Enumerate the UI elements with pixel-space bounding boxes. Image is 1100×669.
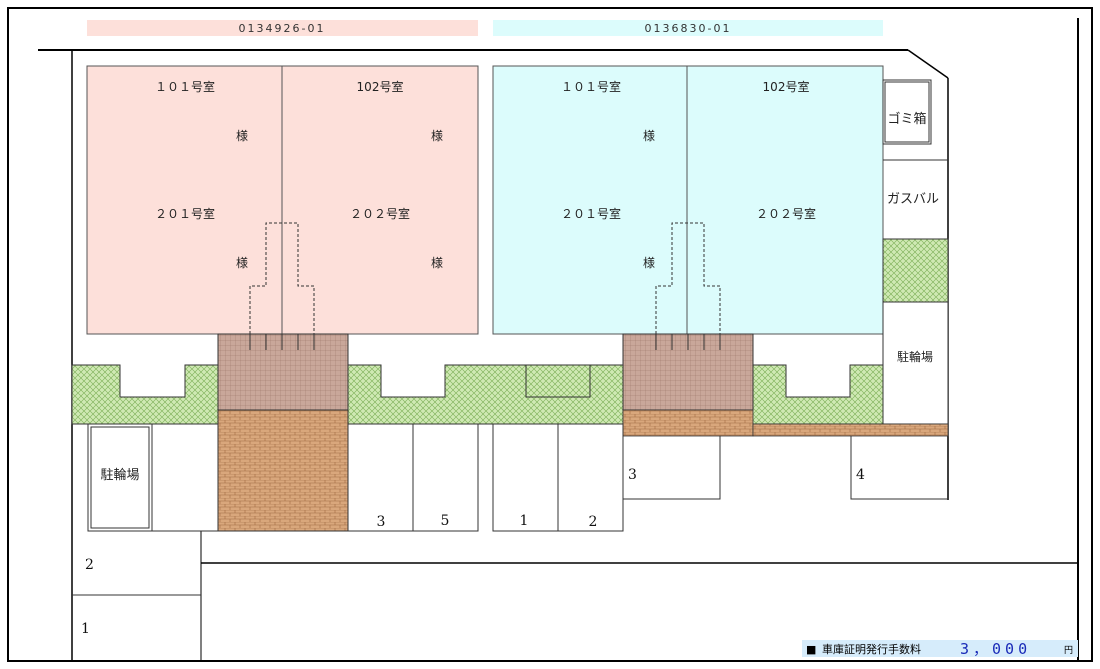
outer-frame (7, 7, 1093, 662)
building-a-room-102-suffix: 様 (431, 129, 443, 143)
lot-b-4 (850, 436, 948, 500)
lot-b-2 (557, 423, 624, 532)
trash-box (882, 79, 932, 145)
bike-parking-right (882, 301, 949, 425)
green-strip-right (751, 364, 884, 425)
boundary-corner (907, 49, 949, 79)
building-b-room-101: １０１号室 (561, 79, 621, 94)
lot-left-space (151, 423, 219, 532)
building-b-room-102: 102号室 (763, 79, 810, 94)
bike-parking-left-inner (90, 426, 150, 529)
fee-marker: ■ (806, 643, 816, 656)
building-b-room-101-suffix: 様 (643, 129, 655, 143)
entrance-a-paving (217, 333, 349, 411)
lot-b-1-number: 1 (520, 513, 529, 529)
lot-left-2: 2 (85, 557, 94, 573)
lot-left-1: 1 (81, 621, 90, 637)
bike-parking-left-label: 駐輪場 (100, 467, 139, 483)
building-b-room-202: ２０２号室 (756, 206, 816, 221)
building-b-room-201-suffix: 様 (643, 256, 655, 270)
building-b-code-bar (493, 20, 883, 36)
lot-a-5-number: 5 (441, 513, 450, 529)
building-a-room-101: １０１号室 (155, 79, 215, 94)
green-strip-middle (347, 364, 624, 425)
building-b-room-201: ２０１号室 (561, 206, 621, 221)
bike-parking-right-label: 駐輪場 (897, 349, 933, 364)
entrance-b-steps (655, 334, 721, 350)
bike-parking-left (87, 423, 153, 532)
building-b-stair-outline (655, 222, 721, 334)
brick-walkway-a (217, 409, 349, 532)
brick-walkway-b (622, 409, 754, 437)
trash-box-label: ゴミ箱 (887, 111, 926, 127)
lot-a-3 (347, 423, 414, 532)
fee-label: 車庫証明発行手数料 (822, 642, 921, 656)
building-a-room-201-suffix: 様 (236, 256, 248, 270)
building-a-room-202-suffix: 様 (431, 256, 443, 270)
building-b-code: 0136830-01 (645, 22, 732, 35)
green-strip-left (71, 364, 219, 425)
building-a-room-201: ２０１号室 (155, 206, 215, 221)
building-a-room-102: 102号室 (357, 79, 404, 94)
building-a-code: 0134926-01 (239, 22, 326, 35)
lot-b-2-number: 2 (589, 514, 598, 530)
lot-b-1 (492, 423, 559, 532)
fee-unit: 円 (1064, 645, 1073, 656)
trash-box-inner (884, 81, 930, 143)
green-strip-middle-notch (493, 364, 591, 398)
fee-amount: 3，000 (960, 640, 1031, 658)
green-area-right (882, 238, 949, 303)
building-b (492, 65, 884, 335)
building-a-room-202: ２０２号室 (350, 206, 410, 221)
lot-a-5 (412, 423, 479, 532)
lot-b-3 (622, 436, 721, 500)
building-a-code-bar (87, 20, 478, 36)
lot-b-4-number: 4 (856, 467, 865, 483)
lot-a-3-number: 3 (377, 514, 386, 530)
entrance-a-steps (249, 334, 315, 350)
fee-box (802, 640, 1078, 657)
building-a-stair-outline (249, 222, 315, 334)
lot-b-3-number: 3 (628, 467, 637, 483)
brick-walkway-c (752, 423, 949, 437)
building-a-room-101-suffix: 様 (236, 129, 248, 143)
gas-valve-label: ガスバル (887, 192, 939, 207)
